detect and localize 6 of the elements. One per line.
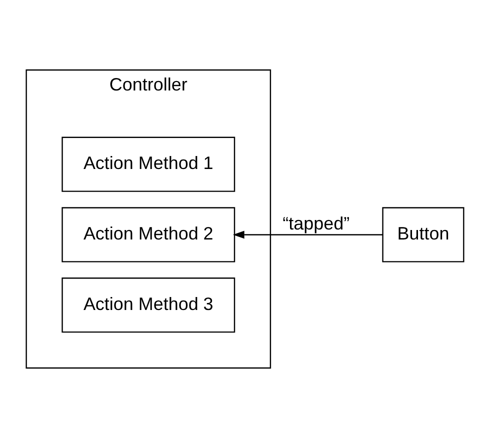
node-box: Action Method 1 bbox=[62, 136, 236, 192]
node-box: Action Method 3 bbox=[62, 278, 236, 333]
arrow bbox=[232, 230, 383, 239]
node-box: Action Method 2 bbox=[62, 207, 236, 262]
edge-label: “tapped” bbox=[282, 214, 350, 234]
node-box: Button bbox=[382, 207, 464, 262]
